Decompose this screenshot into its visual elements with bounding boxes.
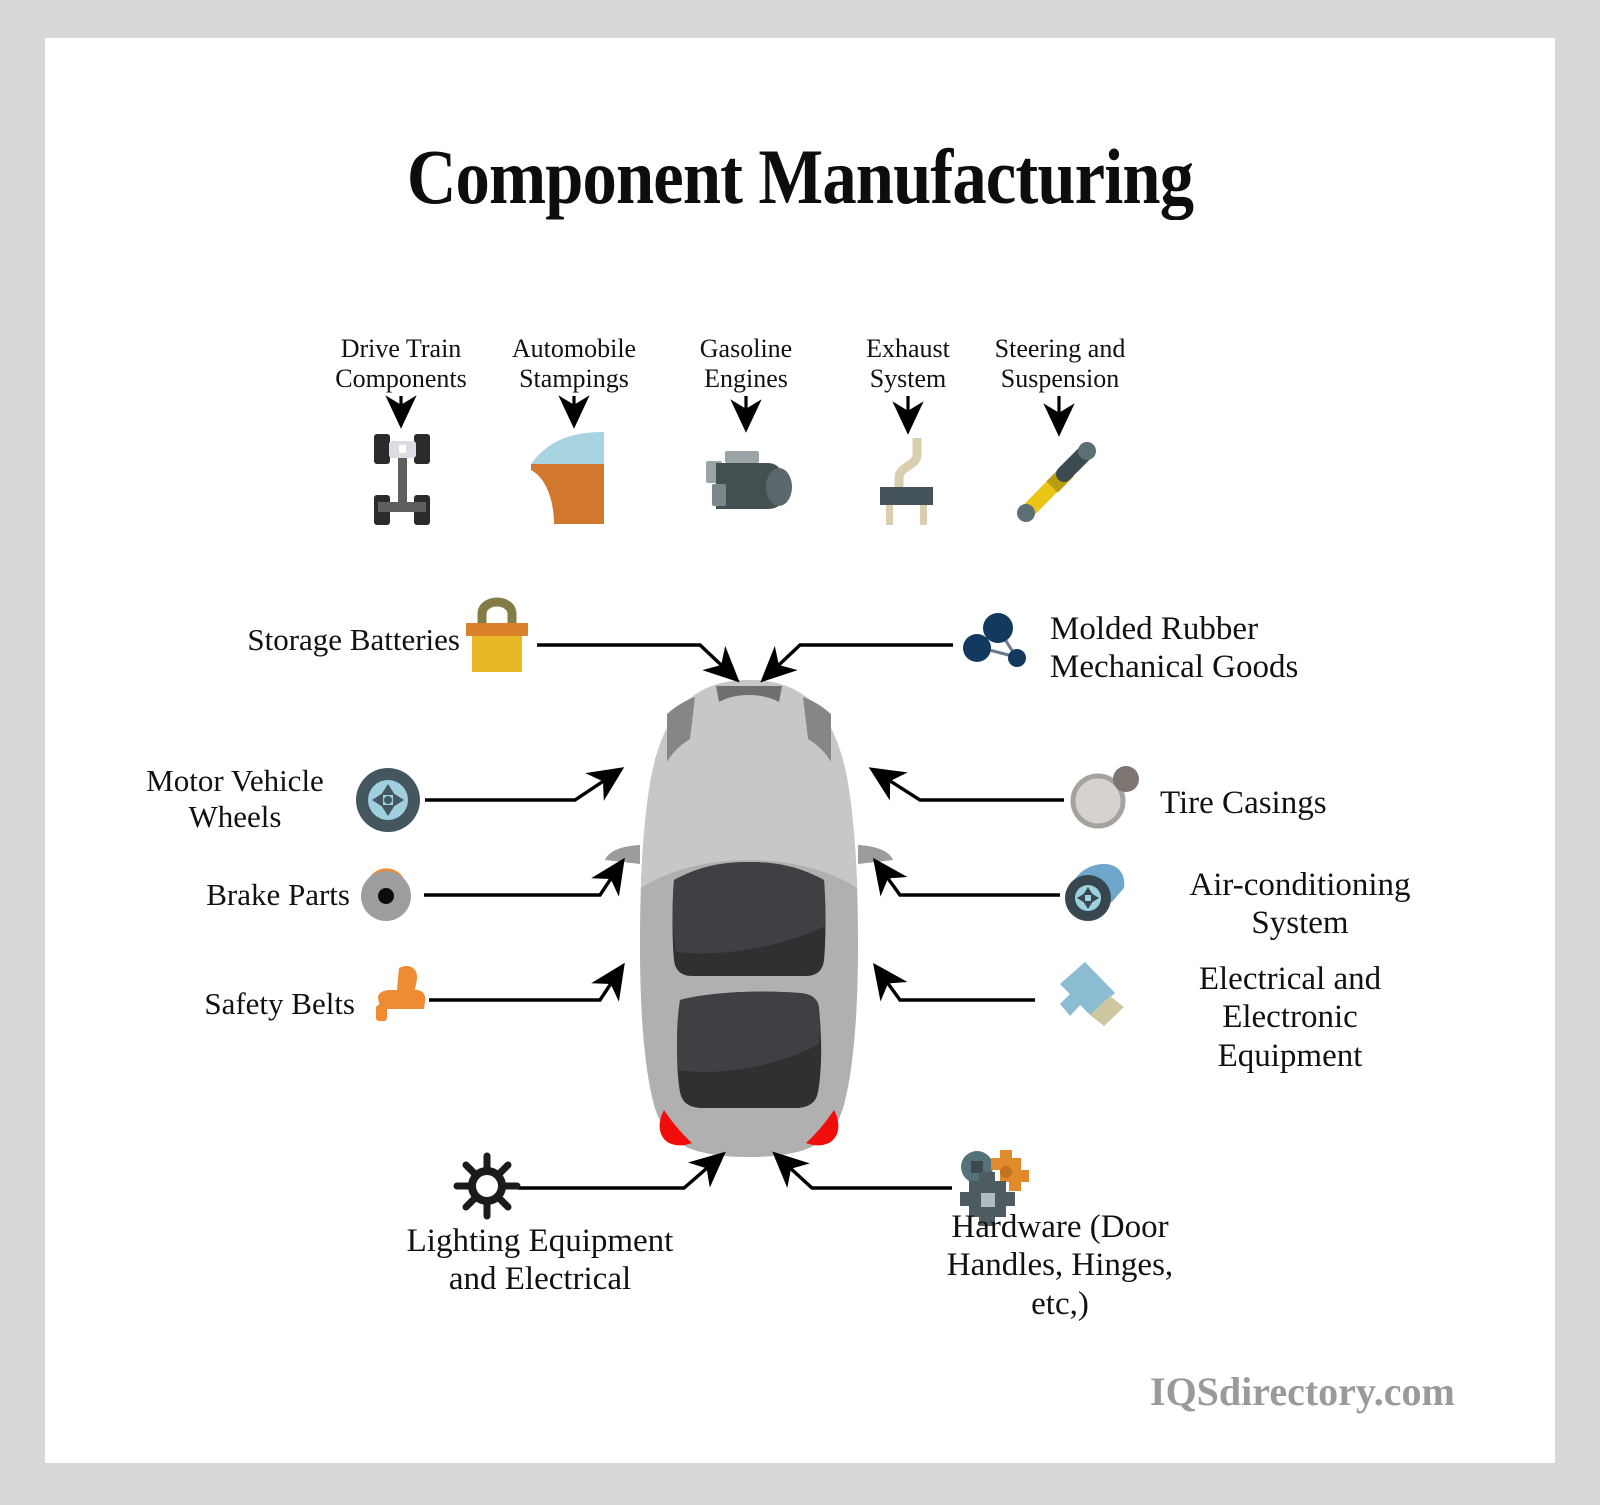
chassis-axle-icon xyxy=(374,434,430,525)
top-label-automobile-stampings: Automobile Stampings xyxy=(511,334,637,394)
callout-label-safety-belts: Safety Belts xyxy=(204,986,355,1021)
top-label-drive-train: Drive Train Components xyxy=(335,334,467,394)
car-door-panel-icon xyxy=(531,432,604,524)
battery-box-icon xyxy=(466,597,528,672)
brake-disc-icon xyxy=(361,868,411,921)
callout-label-tire-casings: Tire Casings xyxy=(1160,785,1327,821)
watermark: IQSdirectory.com xyxy=(1150,1369,1455,1414)
car-top-view xyxy=(605,680,893,1157)
gears-hardware-icon xyxy=(960,1150,1029,1226)
shock-absorber-icon xyxy=(1017,442,1096,522)
top-label-steering-suspension: Steering and Suspension xyxy=(994,334,1126,394)
engine-block-icon xyxy=(706,451,792,509)
callout-label-brake-parts: Brake Parts xyxy=(206,877,350,912)
page-title: Component Manufacturing xyxy=(406,133,1194,220)
callout-label-molded-rubber: Molded Rubber Mechanical Goods xyxy=(1050,611,1299,686)
callout-label-air-conditioning: Air-conditioning System xyxy=(1189,867,1411,942)
car-seat-icon xyxy=(376,966,426,1021)
callout-label-electrical-equipment: Electrical and Electronic Equipment xyxy=(1198,961,1382,1074)
callout-label-lighting-equipment: Lighting Equipment and Electrical xyxy=(406,1223,674,1298)
top-label-exhaust-system: Exhaust System xyxy=(866,334,950,394)
top-label-gasoline-engines: Gasoline Engines xyxy=(699,334,793,394)
exhaust-pipe-icon xyxy=(880,438,933,525)
tire-casing-icon xyxy=(1070,766,1139,829)
callout-label-storage-batteries: Storage Batteries xyxy=(247,622,460,657)
top-arrows xyxy=(385,395,1075,437)
ac-blower-icon xyxy=(1065,864,1125,921)
callout-label-hardware: Hardware (Door Handles, Hinges, etc,) xyxy=(946,1209,1174,1322)
electrical-connector-icon xyxy=(1060,962,1124,1026)
callout-connectors xyxy=(424,643,1064,1190)
rubber-nodes-icon xyxy=(963,613,1026,667)
callout-label-motor-vehicle-wheels: Motor Vehicle Wheels xyxy=(146,763,324,834)
light-burst-icon xyxy=(453,1152,521,1220)
wheel-tire-icon xyxy=(356,768,420,832)
